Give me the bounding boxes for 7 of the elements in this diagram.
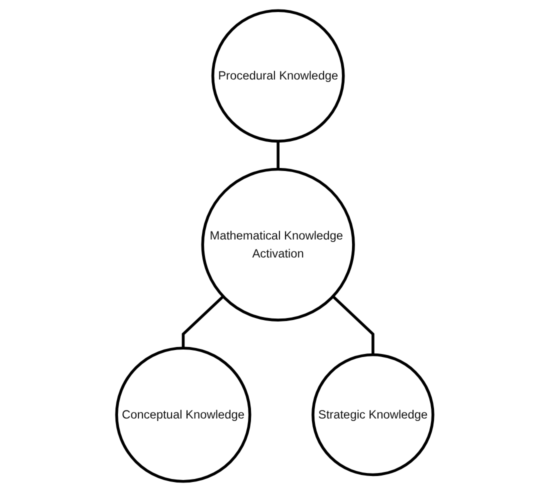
connector: [182, 295, 224, 348]
connector: [332, 295, 375, 355]
node-circle: Procedural Knowledge: [212, 9, 345, 143]
node-circle: Conceptual Knowledge: [115, 346, 252, 483]
connector: [276, 141, 280, 170]
node-circle: Mathematical Knowledge Activation: [202, 168, 356, 322]
node-circle: Strategic Knowledge: [312, 353, 435, 476]
